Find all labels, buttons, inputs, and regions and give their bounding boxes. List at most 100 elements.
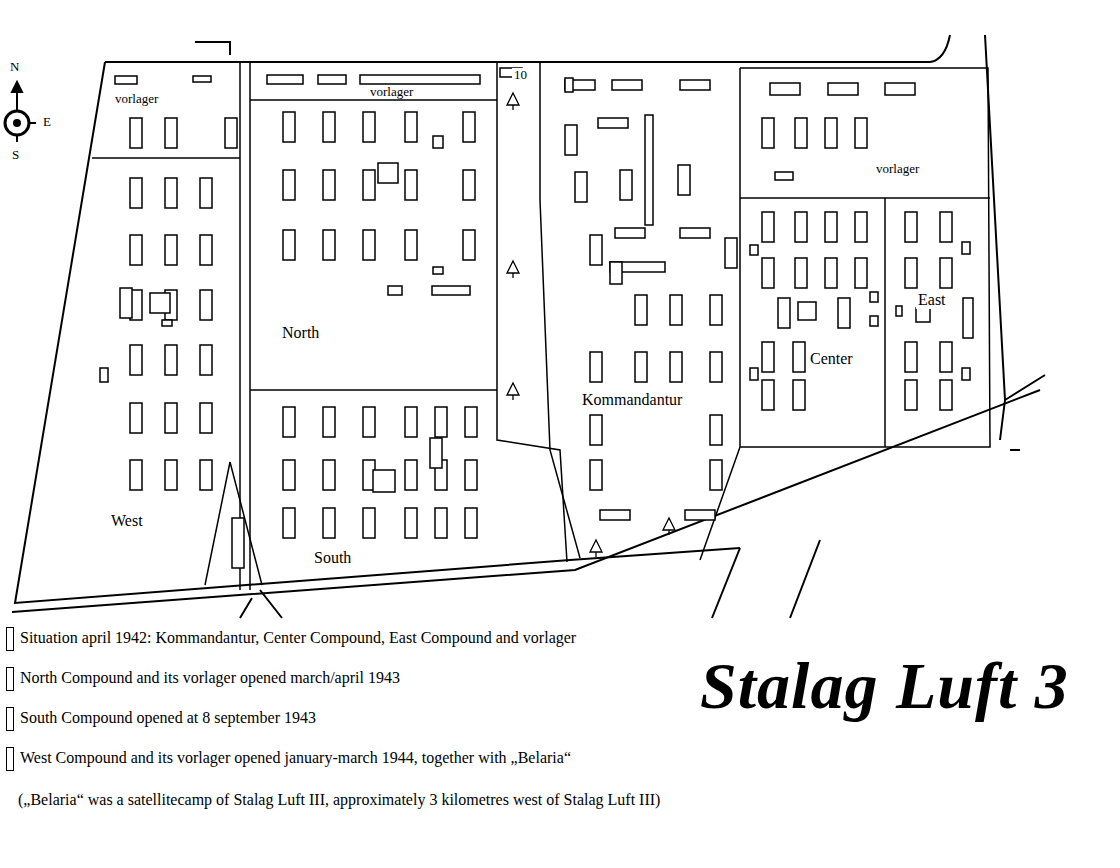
barrack [612,80,642,90]
building-number: 10 [512,68,529,82]
barrack [283,508,295,538]
barrack [360,75,480,84]
barrack [130,178,142,208]
barrack [430,438,442,468]
barrack [165,235,177,265]
barrack [363,508,375,538]
barrack [283,407,295,437]
barrack [680,80,710,90]
barrack [100,368,108,382]
barrack [600,510,630,520]
barrack [885,83,915,95]
barrack [670,352,682,382]
barrack [165,345,177,375]
barrack [590,235,602,265]
barrack [150,293,170,313]
barrack [825,212,837,242]
barrack [590,460,602,490]
barrack [775,172,793,180]
barrack [165,403,177,433]
compound-label: vorlager [113,92,160,106]
barrack [750,245,758,255]
barrack [798,302,816,320]
barrack [433,136,443,148]
barrack [405,508,417,538]
barrack [645,115,653,225]
barrack [565,78,573,92]
compass-letter: N [10,60,19,74]
barrack [678,165,690,195]
barrack [710,352,722,382]
barrack [710,415,722,445]
barrack [405,112,417,142]
map-title: Stalag Luft 3 [700,650,1069,723]
legend-text: Situation april 1942: Kommandantur, Cent… [20,629,576,647]
barrack [770,83,800,95]
barrack [463,170,475,200]
barrack [905,212,917,242]
barrack [465,460,477,490]
barrack [378,163,398,183]
fences [92,62,990,590]
barrack [575,172,587,202]
barrack [762,118,774,148]
barrack [130,345,142,375]
legend-text: West Compound and its vorlager opened ja… [20,749,571,767]
legend-swatch [6,747,14,771]
barrack [130,118,142,148]
barrack [710,295,722,325]
barrack [283,170,295,200]
barrack [465,508,477,538]
barrack [825,118,837,148]
compound-label: South [312,549,353,567]
barrack [635,352,647,382]
compound-label: vorlager [368,85,415,99]
compass-letter: E [43,115,51,129]
roads [12,35,1045,618]
compass-letter: S [12,148,19,162]
barrack [838,298,850,328]
barrack [855,118,867,148]
barrack [940,258,952,288]
barrack [323,170,335,200]
barrack [405,230,417,260]
legend-text: North Compound and its vorlager opened m… [20,669,400,687]
barrack [232,518,244,568]
barrack [762,258,774,288]
barrack [130,235,142,265]
barrack [165,178,177,208]
barrack [323,407,335,437]
barrack [115,76,137,84]
barrack [610,262,622,284]
barrack [120,288,132,318]
barrack [405,460,417,490]
barrack [670,295,682,325]
barrack [225,118,237,148]
barrack [200,345,212,375]
barrack [905,342,917,372]
barrack [762,212,774,242]
barrack [363,407,375,437]
barrack [405,407,417,437]
barrack [916,308,930,322]
barrack [793,380,805,410]
barrack [870,292,878,302]
barrack [896,306,902,316]
barrack [283,230,295,260]
barrack [762,342,774,372]
barrack [635,295,647,325]
barrack [905,258,917,288]
barrack [130,403,142,433]
barrack [363,170,375,200]
barrack [870,316,878,326]
note: („Belaria“ was a satellitecamp of Stalag… [18,791,660,809]
barrack [432,286,470,295]
barrack [940,212,952,242]
compound-label: Kommandantur [580,391,684,409]
barrack [200,235,212,265]
barrack [435,407,447,437]
barrack [680,228,710,238]
barrack [725,238,737,268]
barrack [963,298,973,338]
